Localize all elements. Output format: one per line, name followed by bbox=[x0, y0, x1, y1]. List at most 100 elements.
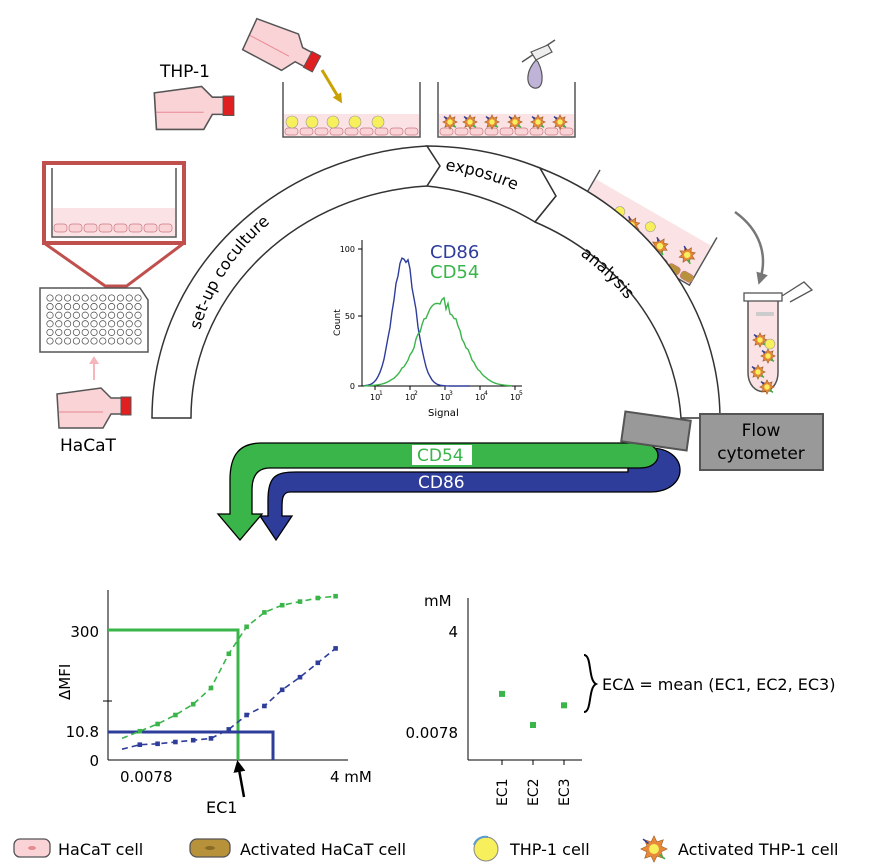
exposure-well-icon bbox=[437, 82, 576, 138]
cd54-band-label: CD54 bbox=[417, 446, 464, 466]
activated-thp1-cell bbox=[750, 364, 766, 380]
cell-legend: HaCaT cell Activated HaCaT cell THP-1 ce… bbox=[13, 835, 838, 863]
ec1-annotation: EC1 bbox=[206, 798, 237, 817]
activated-thp1-cell bbox=[442, 114, 458, 130]
dose-point-cd54 bbox=[137, 728, 143, 734]
dose-point-cd54 bbox=[226, 651, 232, 657]
legend-thp1-label: THP-1 cell bbox=[509, 840, 590, 859]
legend-hacat-label: HaCaT cell bbox=[58, 840, 143, 859]
dose-point-cd54 bbox=[333, 593, 338, 599]
dose-point-cd54 bbox=[244, 624, 249, 630]
flow-cytometer-icon: Flow cytometer bbox=[620, 410, 824, 471]
ec-point bbox=[499, 690, 505, 697]
hacat-cell-icon bbox=[13, 838, 51, 858]
hacat-label: HaCaT bbox=[60, 436, 116, 456]
histogram-ytick: 0 bbox=[350, 382, 355, 391]
histogram-legend-cd86: CD86 bbox=[430, 242, 479, 263]
dose-ylabel: ΔMFI bbox=[56, 664, 74, 700]
activated-thp1-cell bbox=[752, 332, 768, 348]
dose-xtick-high: 4 mM bbox=[330, 768, 372, 786]
ec-category-label: EC1 bbox=[495, 778, 511, 806]
flow-cytometer-line2: cytometer bbox=[717, 444, 805, 464]
dose-point-cd54 bbox=[297, 599, 303, 604]
96-well-plate-icon bbox=[39, 287, 149, 353]
dose-ytick-300: 300 bbox=[70, 623, 99, 641]
histogram-legend-cd54: CD54 bbox=[430, 262, 479, 283]
dose-point-cd86 bbox=[190, 737, 196, 743]
ec-point bbox=[530, 722, 536, 728]
cd54-band: CD54 bbox=[216, 442, 659, 542]
dose-point-cd86 bbox=[315, 660, 321, 666]
histogram-xtick: 10 bbox=[475, 393, 485, 402]
histogram-cd54-curve bbox=[363, 296, 513, 387]
dose-line-cd54 bbox=[121, 595, 336, 740]
dose-point-cd86 bbox=[279, 687, 285, 693]
histogram-xtick-exp: 2 bbox=[414, 390, 418, 397]
activated-thp1-cell bbox=[760, 348, 776, 364]
activated-thp1-cell bbox=[759, 379, 775, 395]
transfer-arrow bbox=[734, 210, 768, 285]
activated-thp1-cell bbox=[530, 114, 546, 130]
histogram-xtick-exp: 4 bbox=[484, 390, 488, 397]
histogram-ylabel: Count bbox=[333, 309, 343, 336]
activated-thp1-cell bbox=[507, 114, 523, 130]
legend-activated-thp1-label: Activated THP-1 cell bbox=[678, 840, 838, 859]
activated-thp1-cell bbox=[552, 114, 568, 130]
activated-hacat-cell-icon bbox=[189, 838, 231, 858]
thp1-flask-group: THP-1 bbox=[153, 62, 235, 131]
histogram-cd86-curve bbox=[363, 257, 470, 387]
ec1-arrow bbox=[233, 760, 246, 798]
dose-point-cd86 bbox=[244, 712, 249, 718]
cd86-threshold-line bbox=[108, 730, 275, 760]
dose-point-cd86 bbox=[297, 674, 303, 680]
histogram-xtick-exp: 3 bbox=[449, 390, 453, 397]
dose-point-cd54 bbox=[315, 595, 321, 601]
ec-ylabel: mM bbox=[424, 592, 452, 610]
hacat-well-zoom bbox=[42, 161, 186, 302]
dose-point-cd86 bbox=[208, 736, 214, 741]
dose-xtick-low: 0.0078 bbox=[120, 768, 173, 786]
dose-point-cd54 bbox=[173, 712, 178, 718]
dose-point-cd86 bbox=[137, 742, 143, 747]
dose-point-cd54 bbox=[279, 602, 285, 608]
dose-point-cd86 bbox=[333, 646, 338, 651]
ec-category-label: EC3 bbox=[557, 778, 573, 806]
hacat-flask-icon bbox=[56, 387, 132, 429]
ec-delta-annotation: ECΔ = mean (EC1, EC2, EC3) bbox=[602, 675, 835, 694]
dose-point-cd86 bbox=[155, 741, 160, 747]
activated-thp1-cell bbox=[462, 114, 478, 130]
dose-point-cd86 bbox=[262, 703, 267, 709]
histogram-ytick: 100 bbox=[340, 245, 355, 254]
dose-ytick-0: 0 bbox=[89, 752, 99, 770]
thp1-flask-icon bbox=[153, 85, 235, 131]
activated-thp1-cell bbox=[678, 245, 696, 265]
thp1-cell-icon bbox=[473, 835, 499, 862]
activated-thp1-cell bbox=[484, 114, 500, 130]
hacat-flask-group: HaCaT bbox=[56, 387, 132, 456]
histogram-xtick-exp: 5 bbox=[519, 390, 523, 397]
dose-point-cd86 bbox=[173, 739, 178, 745]
activated-thp1-cell bbox=[640, 835, 668, 863]
ec-category-label: EC2 bbox=[526, 778, 542, 806]
histogram-xtick: 10 bbox=[440, 393, 450, 402]
dose-point-cd54 bbox=[262, 610, 267, 615]
pouring-flask-icon bbox=[240, 12, 326, 85]
histogram-xlabel: Signal bbox=[428, 408, 459, 419]
pipette-icon bbox=[521, 39, 556, 89]
legend-activated-hacat-label: Activated HaCaT cell bbox=[240, 840, 406, 859]
dose-line-cd86 bbox=[121, 647, 337, 750]
activated-thp1-cell bbox=[651, 236, 669, 256]
cd86-band-label: CD86 bbox=[418, 473, 465, 493]
dose-point-cd54 bbox=[155, 721, 160, 727]
activated-thp1-cell-icon bbox=[640, 835, 668, 863]
thp1-label: THP-1 bbox=[159, 62, 210, 82]
histogram-ytick: 50 bbox=[345, 312, 355, 321]
dose-point-cd86 bbox=[226, 727, 232, 732]
coculture-well-icon bbox=[282, 82, 421, 138]
histogram-xtick: 10 bbox=[405, 393, 415, 402]
ec-ytick-low: 0.0078 bbox=[406, 724, 459, 742]
tube-icon bbox=[743, 281, 814, 395]
